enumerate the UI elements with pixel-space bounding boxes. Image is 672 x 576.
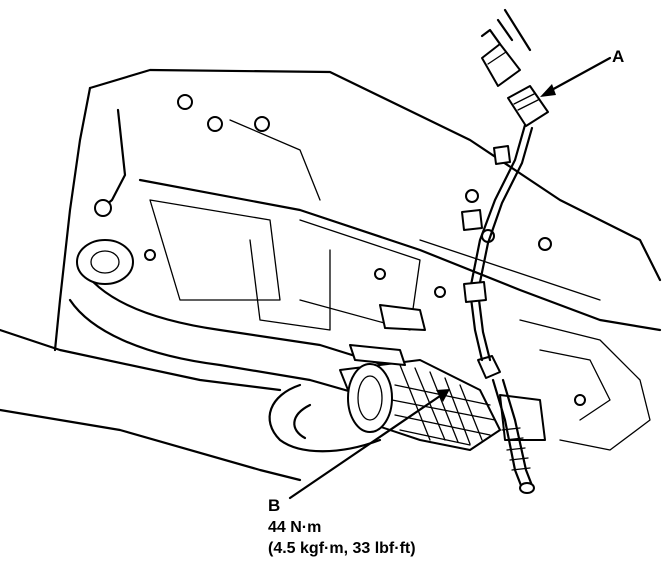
flexible-pipe: [339, 359, 546, 451]
torque-spec-nm: 44 N·m: [268, 519, 322, 536]
pipe-hanger: [94, 108, 127, 217]
lower-exhaust-pipe: [268, 383, 382, 453]
transmission-case: [0, 68, 662, 482]
oxygen-sensor: [477, 355, 535, 494]
case-bolts: [144, 94, 586, 406]
arrowhead-b: [436, 389, 450, 402]
sensor-wire: [461, 123, 534, 362]
leader-line-a: [546, 56, 612, 94]
leader-line-b: [288, 394, 442, 500]
exhaust-pipe: [68, 239, 402, 402]
torque-spec-alt: (4.5 kgf·m, 33 lbf·ft): [268, 540, 416, 557]
flange-bracket: [349, 304, 426, 366]
arrowhead-a: [540, 84, 556, 97]
callout-label-a: A: [612, 47, 625, 66]
callout-label-b: B: [268, 496, 281, 515]
connector-a: [480, 8, 549, 127]
